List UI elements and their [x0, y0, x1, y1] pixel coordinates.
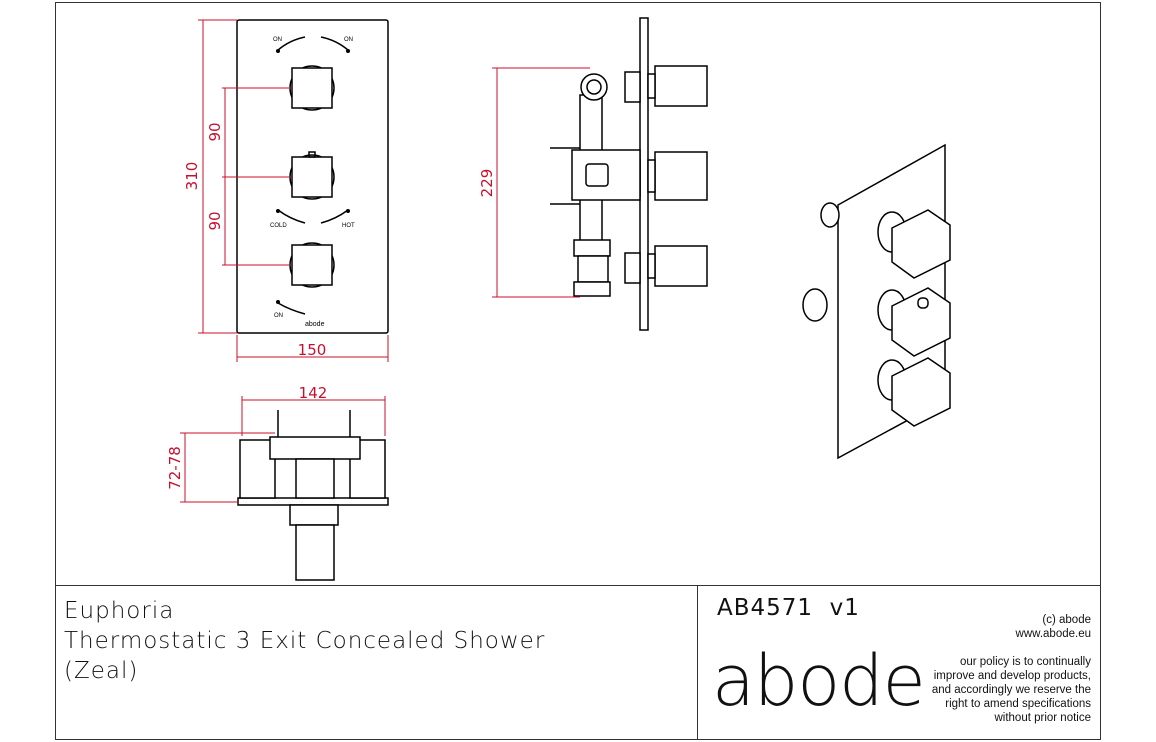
- policy-line: our policy is to continually: [959, 656, 1091, 668]
- knob-top: [289, 65, 335, 111]
- knob-bottom: [289, 242, 335, 288]
- product-description: Thermostatic 3 Exit Concealed Shower: [64, 628, 546, 654]
- panel-logo: abode: [305, 321, 325, 328]
- product-name: Euphoria: [64, 598, 175, 624]
- dim-spacing-90-bottom: 90: [206, 211, 224, 230]
- dim-height-229: 229: [478, 169, 496, 198]
- label-hot: HOT: [342, 223, 355, 229]
- website: www.abode.eu: [1015, 628, 1091, 640]
- drawing-frame: [55, 2, 1101, 740]
- label-cold: COLD: [270, 223, 287, 229]
- dim-height-310: 310: [183, 162, 201, 191]
- copyright-info: (c) abode www.abode.eu our policy is to …: [932, 613, 1091, 725]
- side-view: [550, 17, 708, 331]
- dim-width-142: 142: [299, 384, 328, 402]
- dim-width-150: 150: [298, 341, 327, 359]
- isometric-view: [802, 143, 951, 460]
- side-dimension-lines: [492, 67, 590, 298]
- policy-line: and accordingly we reserve the: [931, 684, 1091, 696]
- dim-depth-72-78: 72-78: [166, 446, 184, 490]
- label-on-right: ON: [344, 37, 353, 43]
- product-title: Euphoria Thermostatic 3 Exit Concealed S…: [64, 596, 545, 686]
- label-on-bottom: ON: [274, 313, 283, 319]
- top-dimension-lines: [180, 396, 386, 503]
- product-variant: (Zeal): [64, 658, 139, 684]
- policy-line: right to amend specifications: [945, 698, 1091, 710]
- copyright: (c) abode: [1042, 614, 1091, 626]
- product-code: AB4571 v1: [717, 595, 860, 621]
- dim-spacing-90-top: 90: [206, 122, 224, 141]
- policy-line: without prior notice: [994, 712, 1091, 724]
- front-dimension-lines: [198, 19, 389, 362]
- knob-middle: [289, 151, 335, 200]
- top-view: [237, 410, 389, 581]
- label-on-left: ON: [273, 37, 282, 43]
- policy-line: improve and develop products,: [933, 670, 1091, 682]
- front-view: [236, 19, 389, 334]
- abode-logo: abode: [712, 640, 926, 722]
